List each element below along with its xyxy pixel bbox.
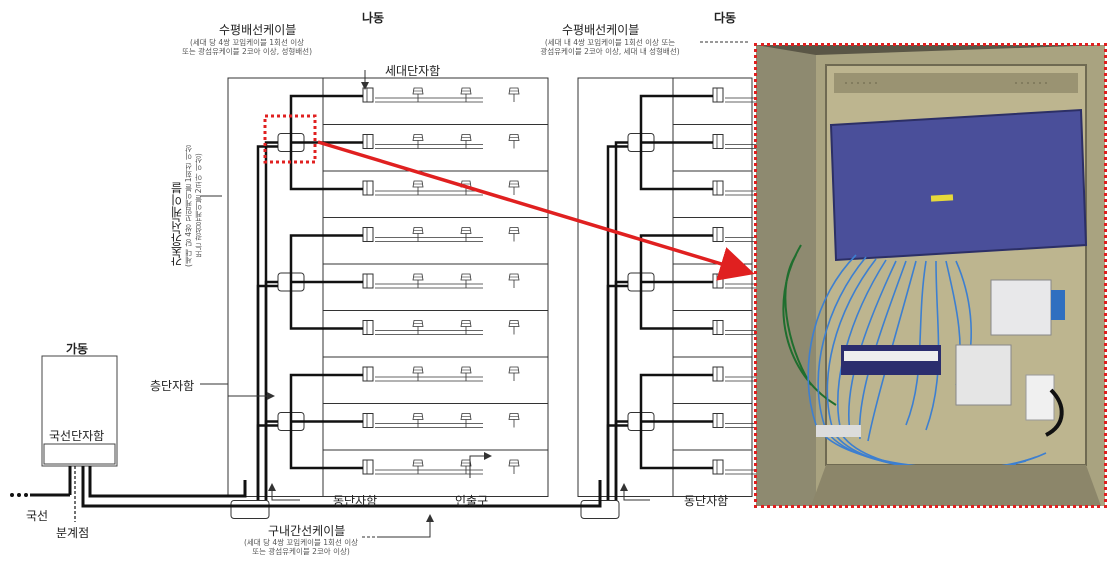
outlet-icon — [412, 134, 424, 149]
unit-terminal-box — [362, 413, 374, 428]
callout-leaders — [200, 41, 748, 538]
outlet-icon — [460, 320, 472, 335]
floor-box-label: 층단자함 — [150, 379, 195, 393]
external-line-label: 국선 — [26, 509, 49, 523]
horizontal-cable-na-label: 수평배선케이블 — [219, 23, 297, 37]
building-ga-title: 가동 — [66, 342, 89, 356]
outlet-icon — [508, 134, 520, 149]
floor-cable-note-2: 또는 광섬유케이블 2코아 이상) — [194, 153, 203, 259]
demarcation-label: 분계점 — [56, 526, 90, 540]
building-box-da-label: 동단자함 — [684, 494, 729, 508]
floor-cable-note-1: (세대 당 4쌍 꼬임케이블 1회선 이상 — [184, 145, 193, 267]
unit-terminal-box — [712, 320, 724, 335]
building-box-na-label: 동단자함 — [333, 494, 378, 508]
building-da-title: 다동 — [714, 11, 737, 25]
outlet-icon — [412, 459, 424, 474]
horizontal-cable-na-note-2: 또는 광섬유케이블 2코아 이상, 성형배선) — [181, 47, 313, 56]
unit-terminal-box — [362, 273, 374, 289]
unit-terminal-box — [712, 413, 724, 428]
outlet-icon — [460, 366, 472, 381]
unit-terminal-box — [362, 134, 374, 149]
campus-backbone-cable — [74, 466, 602, 522]
outlet-icon — [412, 273, 424, 288]
outlet-icon — [460, 273, 472, 288]
unit-box-label: 세대단자함 — [385, 64, 441, 78]
building-terminal-box — [230, 500, 270, 519]
horizontal-cable-da-note-1: (세대 내 4쌍 꼬임케이블 1회선 이상 또는 — [544, 38, 676, 47]
unit-terminal-box — [712, 180, 724, 196]
outlet-icon — [508, 459, 520, 474]
outlet-icon — [412, 227, 424, 242]
unit-terminal-box — [362, 87, 374, 103]
outlet-icon — [508, 87, 520, 102]
outlet-icon — [508, 273, 520, 288]
horizontal-cable-na-note-1: (세대 당 4쌍 꼬임케이블 1회선 이상 — [189, 38, 305, 47]
outlet-icon — [460, 227, 472, 242]
campus-cable-label: 구내간선케이블 — [268, 524, 346, 538]
building-na-title: 나동 — [362, 11, 385, 25]
unit-terminal-box — [712, 87, 724, 103]
outlet-label: 인출구 — [455, 494, 489, 508]
outlet-icon — [412, 366, 424, 381]
unit-terminal-box — [712, 273, 724, 289]
floor-cable-label: 간층간선케이블 — [170, 182, 184, 266]
unit-terminal-box — [362, 366, 374, 382]
unit-terminal-box — [712, 134, 724, 149]
outlet-icon — [508, 320, 520, 335]
campus-cable-note-2: 또는 광섬유케이블 2코아 이상) — [252, 547, 350, 556]
outlet-icon — [508, 413, 520, 428]
external-line-dots — [10, 493, 28, 497]
unit-terminal-box — [362, 180, 374, 196]
main-terminal-box-label: 국선단자함 — [49, 429, 105, 443]
outlet-icon — [460, 134, 472, 149]
building-na — [227, 77, 549, 519]
red-pointer-arrow — [317, 140, 755, 281]
outlet-icon — [412, 413, 424, 428]
horizontal-cable-da-label: 수평배선케이블 — [562, 23, 640, 37]
outlet-icon — [508, 227, 520, 242]
building-da — [577, 77, 833, 519]
outlet-icon — [460, 87, 472, 102]
unit-terminal-box — [362, 459, 374, 475]
cabinet-photo — [756, 45, 1105, 506]
building-outline — [577, 77, 753, 497]
outlet-icon — [508, 180, 520, 195]
unit-terminal-box — [712, 366, 724, 382]
outlet-icon — [412, 180, 424, 195]
unit-terminal-box — [712, 459, 724, 475]
outlet-icon — [412, 87, 424, 102]
main-terminal-box — [43, 443, 116, 465]
unit-terminal-box — [362, 320, 374, 335]
outlet-icon — [460, 413, 472, 428]
campus-cable-note-1: (세대 당 4쌍 꼬임케이블 1회선 이상 — [243, 538, 359, 547]
horizontal-cable-da-note-2: 광섬유케이블 2코아 이상, 세대 내 성형배선) — [540, 47, 680, 56]
unit-terminal-box — [362, 227, 374, 242]
outlet-icon — [508, 366, 520, 381]
unit-terminal-box — [712, 227, 724, 242]
outlet-icon — [412, 320, 424, 335]
highlight-floor-box — [263, 114, 317, 164]
